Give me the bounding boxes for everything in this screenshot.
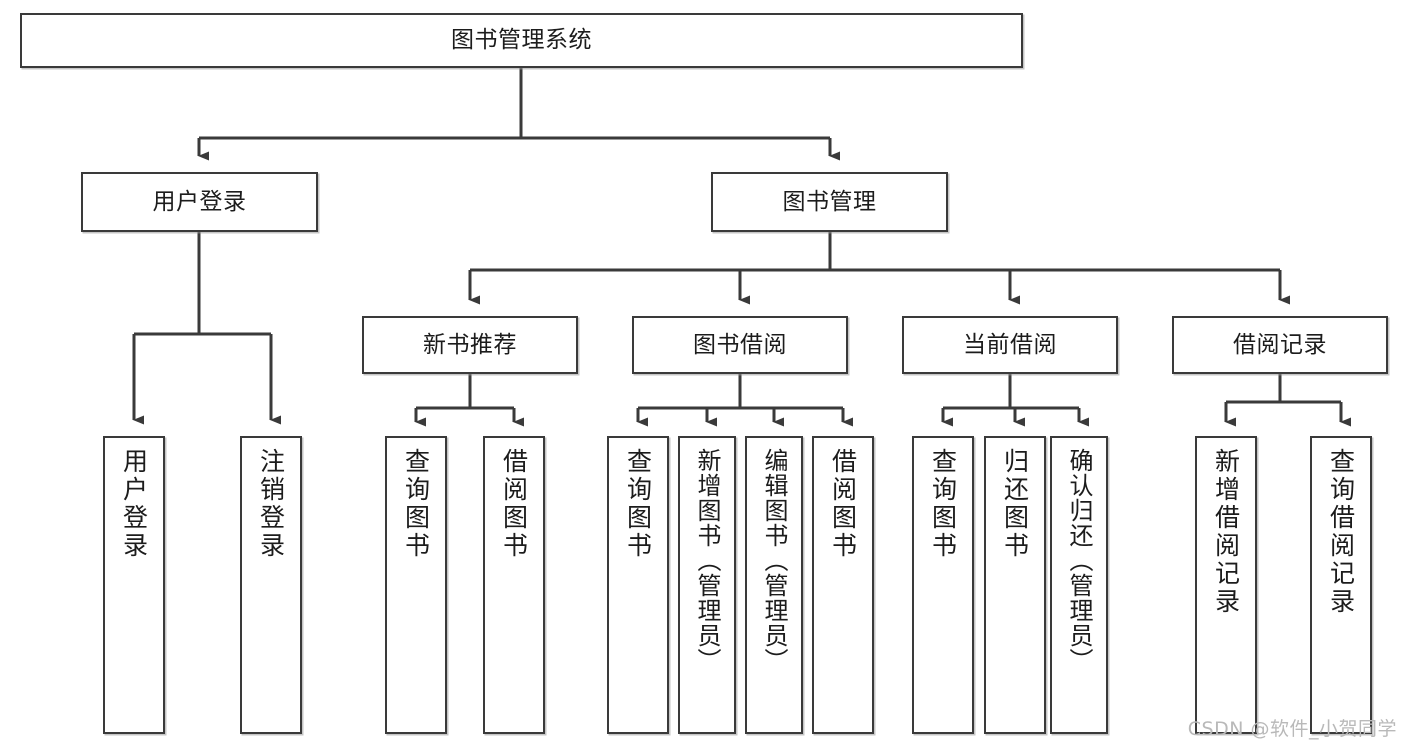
node-borrow-record-label: 借阅记录 (1233, 331, 1327, 358)
node-borrow-record[interactable]: 借阅记录 (1172, 316, 1388, 374)
node-user-login-label: 用户登录 (152, 188, 247, 215)
node-leaf-query-borrow-record[interactable]: 查询借阅记录 (1310, 436, 1372, 734)
node-new-book-recommend[interactable]: 新书推荐 (362, 316, 578, 374)
node-leaf-user-login-label: 用户登录 (119, 448, 149, 560)
node-root[interactable]: 图书管理系统 (20, 13, 1023, 68)
node-leaf-borrow-book-1[interactable]: 借阅图书 (483, 436, 545, 734)
node-leaf-query-book-1[interactable]: 查询图书 (385, 436, 447, 734)
node-leaf-query-book-2[interactable]: 查询图书 (607, 436, 669, 734)
node-book-manage-label: 图书管理 (782, 188, 877, 215)
node-book-manage[interactable]: 图书管理 (711, 172, 948, 232)
node-current-borrow[interactable]: 当前借阅 (902, 316, 1118, 374)
node-book-borrow-label: 图书借阅 (693, 331, 787, 358)
node-leaf-add-book-admin-label: 新增图书（管理员） (693, 448, 721, 673)
node-leaf-add-borrow-record-label: 新增借阅记录 (1211, 448, 1241, 616)
node-leaf-query-book-2-label: 查询图书 (623, 448, 653, 560)
node-leaf-logout-label: 注销登录 (256, 448, 286, 560)
node-leaf-return-book-label: 归还图书 (1000, 448, 1030, 560)
node-root-label: 图书管理系统 (451, 27, 592, 54)
node-leaf-query-book-3-label: 查询图书 (928, 448, 958, 560)
node-leaf-query-book-1-label: 查询图书 (401, 448, 431, 560)
node-leaf-edit-book-admin[interactable]: 编辑图书（管理员） (745, 436, 803, 734)
node-new-book-recommend-label: 新书推荐 (423, 331, 517, 358)
node-leaf-borrow-book-2-label: 借阅图书 (828, 448, 858, 560)
node-leaf-logout[interactable]: 注销登录 (240, 436, 302, 734)
node-leaf-query-borrow-record-label: 查询借阅记录 (1326, 448, 1356, 616)
watermark-text: CSDN @软件_小贺同学 (1187, 718, 1397, 740)
node-leaf-borrow-book-2[interactable]: 借阅图书 (812, 436, 874, 734)
node-leaf-user-login[interactable]: 用户登录 (103, 436, 165, 734)
node-leaf-add-book-admin[interactable]: 新增图书（管理员） (678, 436, 736, 734)
node-leaf-confirm-return-admin[interactable]: 确认归还（管理员） (1050, 436, 1108, 734)
node-leaf-add-borrow-record[interactable]: 新增借阅记录 (1195, 436, 1257, 734)
node-user-login[interactable]: 用户登录 (81, 172, 318, 232)
node-leaf-return-book[interactable]: 归还图书 (984, 436, 1046, 734)
node-leaf-edit-book-admin-label: 编辑图书（管理员） (760, 448, 788, 673)
node-leaf-confirm-return-admin-label: 确认归还（管理员） (1065, 448, 1093, 673)
node-book-borrow[interactable]: 图书借阅 (632, 316, 848, 374)
node-leaf-query-book-3[interactable]: 查询图书 (912, 436, 974, 734)
node-leaf-borrow-book-1-label: 借阅图书 (499, 448, 529, 560)
node-current-borrow-label: 当前借阅 (963, 331, 1057, 358)
